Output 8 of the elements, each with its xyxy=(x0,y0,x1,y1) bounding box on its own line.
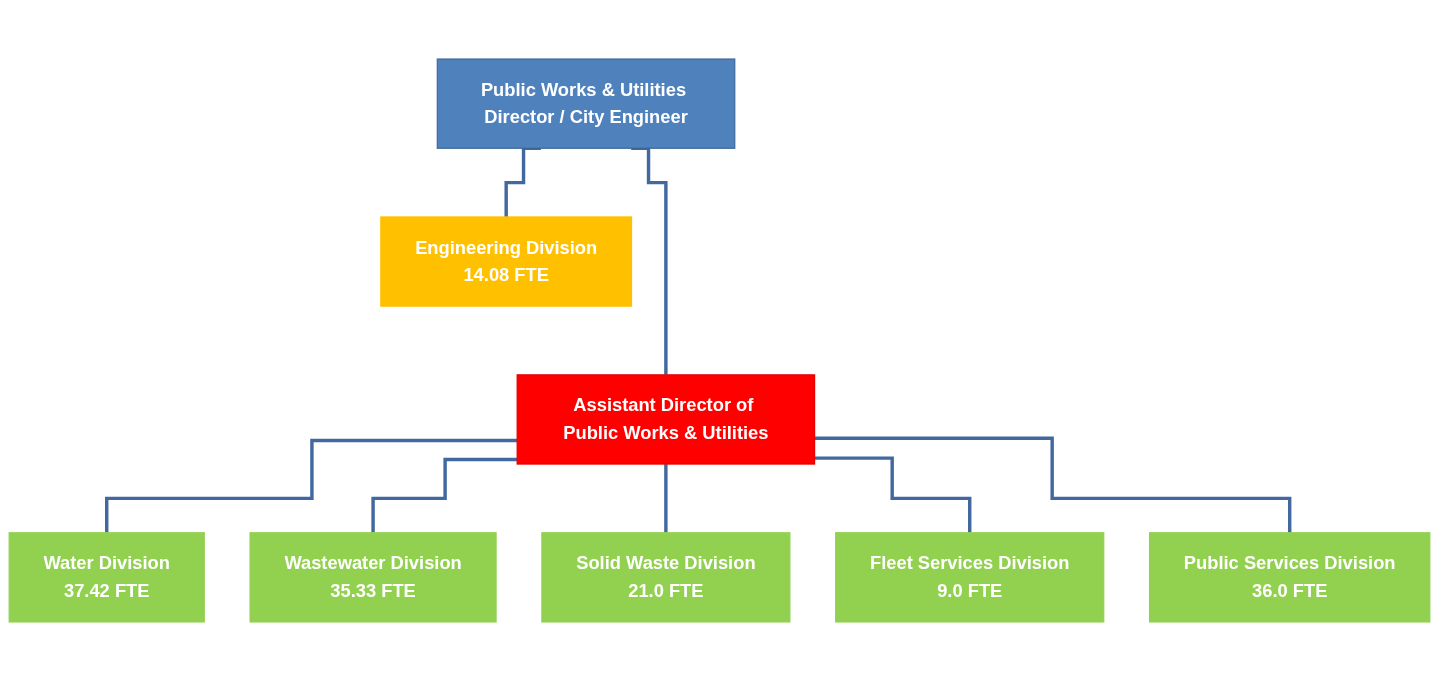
node-box: Solid Waste Division 21.0 FTE xyxy=(541,532,791,623)
node-box: Public Works & Utilities Director / City Engineer xyxy=(436,58,736,149)
node-box: Water Division 37.42 FTE xyxy=(8,532,205,623)
node-box: Public Services Division 36.0 FTE xyxy=(1148,532,1431,623)
node-box: Fleet Services Division 9.0 FTE xyxy=(835,532,1105,623)
node-box: Engineering Division 14.08 FTE xyxy=(380,216,633,307)
node-box: Assistant Director of Public Works & Utilities xyxy=(516,374,816,465)
node-box: Wastewater Division 35.33 FTE xyxy=(249,532,497,623)
